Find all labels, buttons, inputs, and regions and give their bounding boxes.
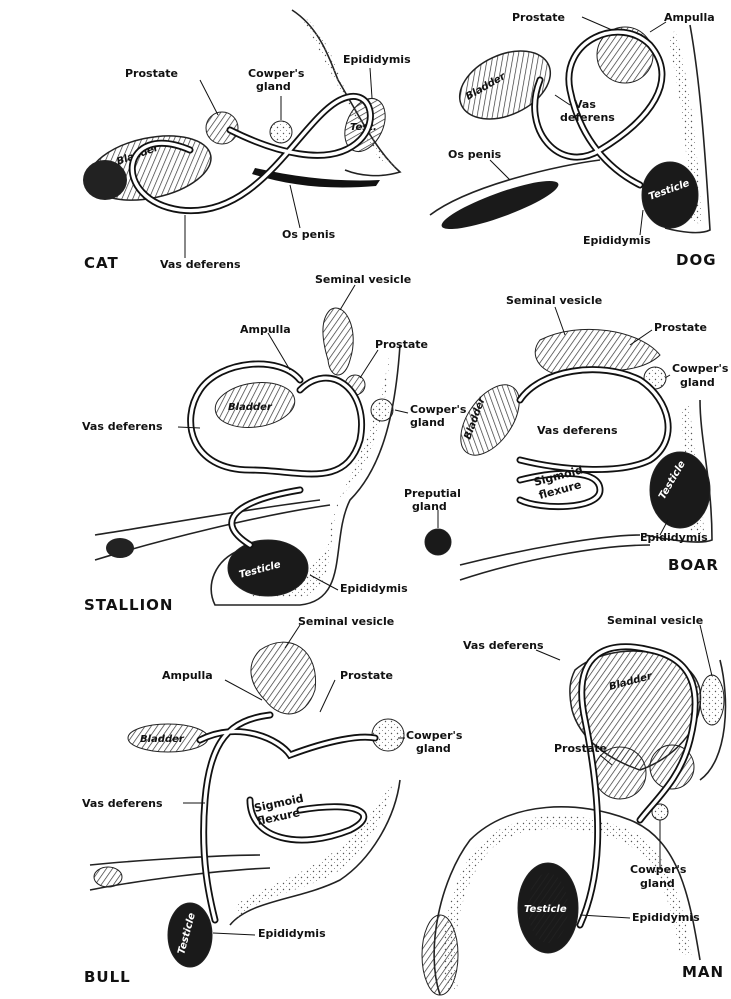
cat-species-label: CAT bbox=[84, 254, 119, 272]
cat-label-os-penis: Os penis bbox=[282, 228, 336, 241]
bull-label-ampulla: Ampulla bbox=[162, 669, 213, 682]
cat-label-cowpers: Cowper's bbox=[248, 67, 305, 80]
man-label-epididymis: Epididymis bbox=[632, 911, 700, 924]
stallion-label-cowpers-2: gland bbox=[410, 416, 445, 429]
panel-cat: Bladder Test. Prostate Cowper's gland Ep… bbox=[83, 10, 411, 272]
man-label-cowpers-2: gland bbox=[640, 877, 675, 890]
boar-label-cowpers-2: gland bbox=[680, 376, 715, 389]
man-label-seminal: Seminal vesicle bbox=[607, 614, 703, 627]
bull-label-seminal: Seminal vesicle bbox=[298, 615, 394, 628]
boar-label-preputial: Preputial bbox=[404, 487, 461, 500]
stallion-label-seminal: Seminal vesicle bbox=[315, 273, 411, 286]
bull-seminal-vesicle bbox=[251, 642, 316, 714]
stallion-bladder-label: Bladder bbox=[228, 402, 273, 413]
boar-label-prostate: Prostate bbox=[654, 321, 707, 334]
boar-label-cowpers: Cowper's bbox=[672, 362, 729, 375]
boar-label-vas: Vas deferens bbox=[537, 424, 618, 437]
stallion-label-ampulla: Ampulla bbox=[240, 323, 291, 336]
dog-label-ampulla: Ampulla bbox=[664, 11, 715, 24]
stallion-cowpers-gland bbox=[371, 399, 393, 421]
cat-label-vas: Vas deferens bbox=[160, 258, 241, 271]
stallion-label-prostate: Prostate bbox=[375, 338, 428, 351]
boar-bladder bbox=[449, 375, 531, 466]
bull-label-prostate: Prostate bbox=[340, 669, 393, 682]
stallion-seminal-vesicle bbox=[323, 308, 353, 375]
bull-label-epididymis: Epididymis bbox=[258, 927, 326, 940]
cat-label-prostate: Prostate bbox=[125, 67, 178, 80]
man-label-cowpers: Cowper's bbox=[630, 863, 687, 876]
man-label-vas: Vas deferens bbox=[463, 639, 544, 652]
dog-label-epididymis: Epididymis bbox=[583, 234, 651, 247]
dog-label-vas: Vas bbox=[574, 98, 596, 111]
panel-bull: Bladder Testicle Seminal vesicle Ampulla… bbox=[82, 615, 463, 986]
bull-label-cowpers-2: gland bbox=[416, 742, 451, 755]
cat-label-epididymis: Epididymis bbox=[343, 53, 411, 66]
dog-label-vas-2: deferens bbox=[560, 111, 615, 124]
dog-species-label: DOG bbox=[676, 251, 717, 269]
panel-stallion: Bladder Testicle Seminal vesicle Ampulla… bbox=[82, 273, 467, 614]
boar-label-preputial-2: gland bbox=[412, 500, 447, 513]
dog-bladder bbox=[449, 38, 561, 133]
cat-label-cowpers-2: gland bbox=[256, 80, 291, 93]
boar-species-label: BOAR bbox=[668, 556, 719, 574]
man-label-prostate: Prostate bbox=[554, 742, 607, 755]
stallion-label-vas: Vas deferens bbox=[82, 420, 163, 433]
man-testicle-label: Testicle bbox=[524, 904, 567, 915]
stallion-species-label: STALLION bbox=[84, 596, 173, 614]
boar-preputial-gland bbox=[425, 529, 451, 555]
panel-dog: Bladder Testicle Prostate Ampulla Vas de… bbox=[430, 11, 717, 269]
man-seminal-vesicle bbox=[700, 675, 724, 725]
dog-label-prostate: Prostate bbox=[512, 11, 565, 24]
bull-bladder-label: Bladder bbox=[140, 734, 185, 745]
bull-label-vas: Vas deferens bbox=[82, 797, 163, 810]
panel-man: Bladder Testicle Seminal vesicle Vas def… bbox=[422, 614, 725, 995]
man-species-label: MAN bbox=[682, 963, 724, 981]
boar-label-epididymis: Epididymis bbox=[640, 531, 708, 544]
cat-cowpers-gland bbox=[270, 121, 292, 143]
dog-label-os-penis: Os penis bbox=[448, 148, 502, 161]
bull-label-cowpers: Cowper's bbox=[406, 729, 463, 742]
stallion-label-epididymis: Epididymis bbox=[340, 582, 408, 595]
boar-label-seminal: Seminal vesicle bbox=[506, 294, 602, 307]
panel-boar: Bladder Testicle Seminal vesicle Prostat… bbox=[404, 294, 729, 580]
bull-species-label: BULL bbox=[84, 968, 131, 986]
stallion-label-cowpers: Cowper's bbox=[410, 403, 467, 416]
